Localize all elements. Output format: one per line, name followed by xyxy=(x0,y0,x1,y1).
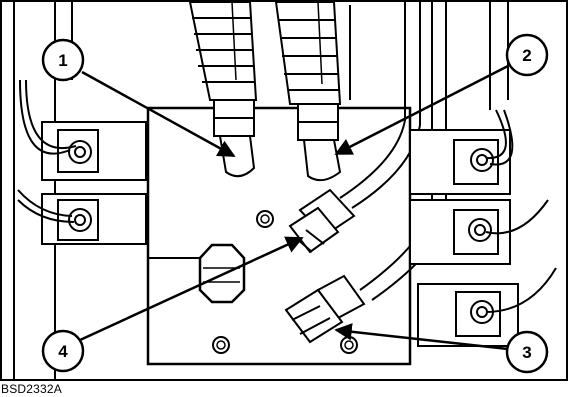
upper-left-hose xyxy=(188,0,258,178)
callout-2: 2 xyxy=(334,33,549,156)
callout-3-circle xyxy=(505,330,549,374)
callout-4-circle xyxy=(41,329,85,373)
callout-4: 4 xyxy=(41,236,304,373)
callout-3: 3 xyxy=(334,323,549,374)
callout-1: 1 xyxy=(41,38,236,158)
figure-id-label: BSD2332A xyxy=(1,382,62,396)
right-solenoids xyxy=(409,109,557,347)
callout-2-circle xyxy=(505,33,549,77)
valve-block xyxy=(146,106,412,366)
callout-1-circle xyxy=(41,38,85,82)
upper-right-hose xyxy=(274,1,342,182)
callout-1-number: 1 xyxy=(58,51,67,70)
callout-4-number: 4 xyxy=(58,342,68,361)
callout-3-number: 3 xyxy=(522,343,531,362)
lower-fitting xyxy=(284,274,366,344)
callout-2-number: 2 xyxy=(522,46,531,65)
left-solenoids xyxy=(17,79,147,245)
